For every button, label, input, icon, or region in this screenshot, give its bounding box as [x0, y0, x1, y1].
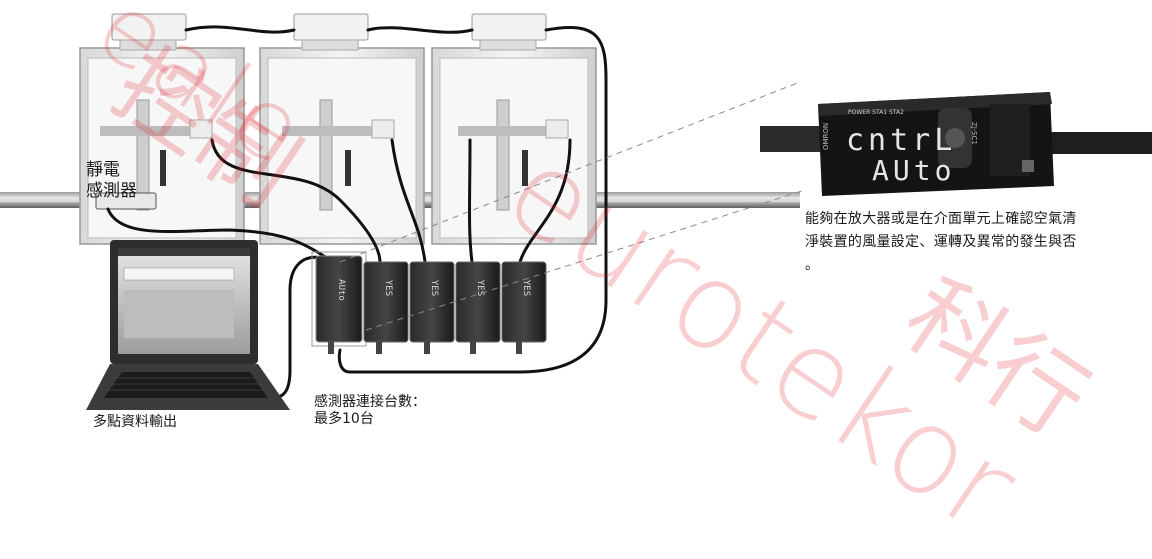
amp-top-row: POWER STA1 STA2	[848, 109, 904, 116]
pc-output-caption: 多點資料輸出	[93, 414, 177, 430]
amp-brand: OMRON	[822, 123, 830, 150]
cabinet-3	[431, 13, 597, 245]
amplifier-closeup	[760, 92, 1152, 196]
connect-count-caption: 感測器連接台數： 最多10台	[314, 394, 426, 428]
amp-closeup-text: POWER STA1 STA2 cntrL AUto OMRON ZJ-SC1	[822, 109, 978, 187]
amp-side-text: ZJ-SC1	[970, 122, 978, 145]
amplifier-note-line2: 淨裝置的風量設定、運轉及異常的發生與否	[805, 234, 1077, 250]
amplifier-note: 能夠在放大器或是在介面單元上確認空氣清 淨裝置的風量設定、運轉及異常的發生與否 …	[805, 208, 1152, 277]
amplifier-note-line3: 。	[805, 257, 820, 273]
static-sensor-unit	[95, 192, 157, 210]
amp-display-line2: AUto	[872, 154, 955, 187]
amplifier-row	[311, 251, 547, 354]
amp-labels: AUto YES YES YES YES	[336, 279, 531, 301]
system-diagram: AUto YES YES YES YES POWER STA1 STA2 cnt…	[0, 13, 1152, 410]
static-sensor-label: 靜電 感測器	[86, 160, 137, 202]
cabinet-2	[259, 13, 425, 245]
connect-count-line1: 感測器連接台數：	[314, 394, 426, 410]
static-sensor-label-line2: 感測器	[86, 181, 137, 201]
amplifier-note-line1: 能夠在放大器或是在介面單元上確認空氣清	[805, 211, 1077, 227]
laptop-pc	[86, 240, 290, 410]
network-cables	[106, 25, 608, 400]
amp-label-2: YES	[383, 280, 393, 296]
connect-count-line2: 最多10台	[314, 411, 374, 427]
static-sensor-label-line1: 靜電	[86, 160, 120, 180]
amp-label-4: YES	[475, 280, 485, 296]
leader-lines	[339, 81, 806, 331]
cabinet-1	[79, 13, 245, 245]
amp-label-3: YES	[429, 280, 439, 296]
amp-label-1: AUto	[336, 279, 346, 301]
amp-display-line1: cntrL	[846, 123, 956, 158]
amp-label-5: YES	[521, 280, 531, 296]
